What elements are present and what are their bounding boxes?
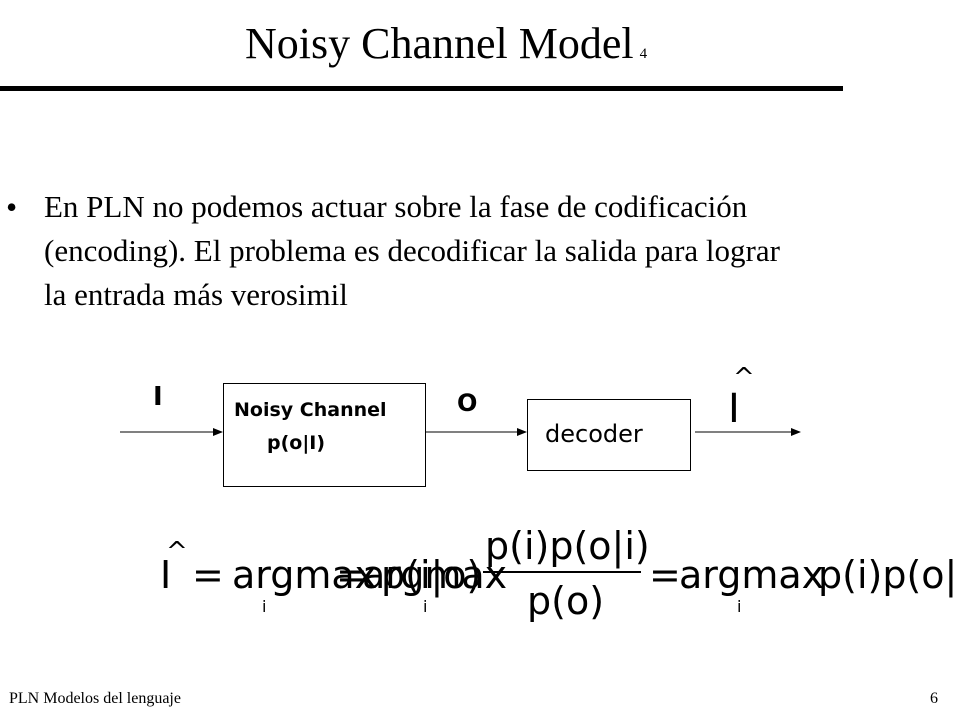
title-underline <box>0 86 843 91</box>
formula-equals-2: = <box>336 553 368 597</box>
formula-posterior: p(i|o) <box>381 553 482 597</box>
decoder-box <box>527 399 691 471</box>
footer-course-title: PLN Modelos del lenguaje <box>9 690 181 707</box>
bullet-line-2: (encoding). El problema es decodificar l… <box>44 233 780 268</box>
formula-argmax-2: argmax <box>362 553 508 597</box>
formula-subscript-1: i <box>262 597 267 616</box>
title-text: Noisy Channel Model <box>245 19 634 68</box>
formula-fraction-bar <box>483 571 641 573</box>
formula-lhs-hat: ^ <box>166 537 188 567</box>
decoder-label: decoder <box>545 420 643 448</box>
formula-numerator: p(i)p(o|i) <box>485 524 650 568</box>
formula-equals-1: = <box>192 553 224 597</box>
bullet-line-1: En PLN no podemos actuar sobre la fase d… <box>44 189 748 224</box>
formula-denominator: p(o) <box>527 579 605 623</box>
estimate-hat: ^ <box>733 363 755 393</box>
noisy-channel-box <box>223 383 426 487</box>
output-label: O <box>457 389 478 417</box>
channel-probability: p(o|I) <box>267 432 326 454</box>
formula-subscript-3: i <box>737 597 742 616</box>
footer-page-number: 6 <box>930 690 938 707</box>
estimate-label: I <box>728 386 740 432</box>
channel-label: Noisy Channel <box>234 399 387 421</box>
formula-argmax-3: argmax <box>679 553 825 597</box>
slide-title: Noisy Channel Model 4 <box>245 16 647 82</box>
bullet-marker: • <box>6 189 18 225</box>
input-label: I <box>153 382 163 412</box>
formula-lhs: I <box>160 553 172 597</box>
title-number: 4 <box>639 46 648 62</box>
formula-equals-3: = <box>649 553 681 597</box>
formula-subscript-2: i <box>423 597 428 616</box>
bullet-line-3: la entrada más verosimil <box>44 277 348 312</box>
formula-final: p(i)p(o|i) <box>818 553 960 597</box>
formula-argmax-1: argmax <box>232 553 378 597</box>
